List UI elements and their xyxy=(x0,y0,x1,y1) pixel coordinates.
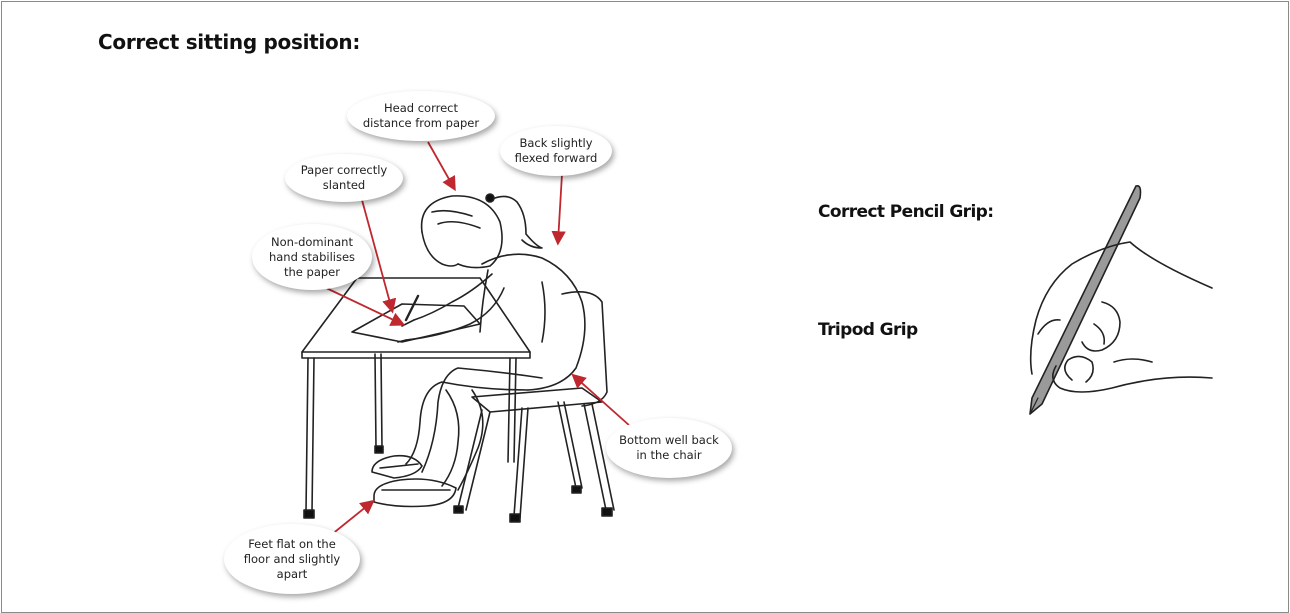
arrow-bottom xyxy=(574,376,630,426)
callout-back: Back slightly flexed forward xyxy=(500,126,612,176)
arrow-back xyxy=(558,174,562,242)
pencil-grip-heading: Correct Pencil Grip: xyxy=(818,202,993,222)
callout-bottom: Bottom well back in the chair xyxy=(606,418,732,478)
callout-hand: Non-dominant hand stabilises the paper xyxy=(252,224,372,290)
callout-paper: Paper correctly slanted xyxy=(285,154,403,202)
arrow-head xyxy=(428,142,454,188)
tripod-grip-label: Tripod Grip xyxy=(818,320,918,340)
callout-head: Head correct distance from paper xyxy=(347,91,495,141)
callout-feet: Feet flat on the floor and slightly apar… xyxy=(224,524,360,594)
